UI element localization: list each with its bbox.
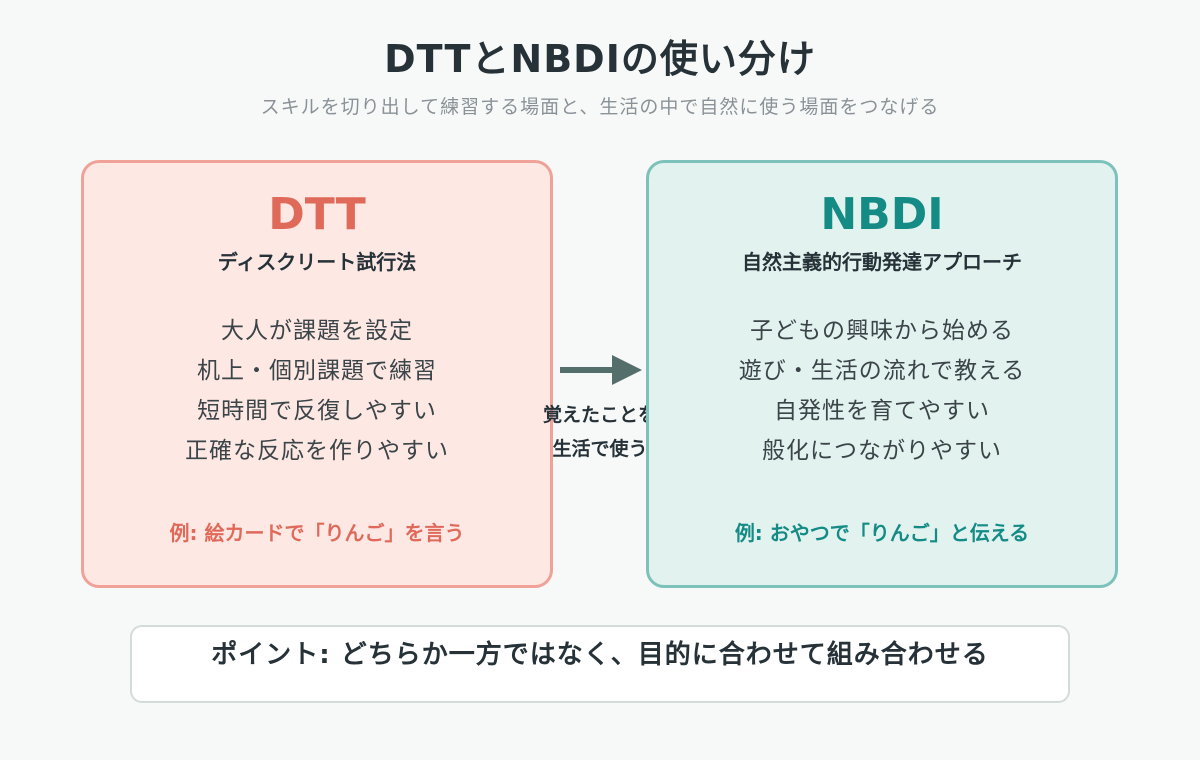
dtt-point: 大人が課題を設定 (221, 318, 413, 344)
nbdi-point: 子どもの興味から始める (750, 318, 1014, 344)
right-arrow-icon (560, 355, 642, 385)
dtt-example: 例: 絵カードで「りんご」を言う (169, 521, 465, 545)
nbdi-point: 遊び・生活の流れで教える (738, 358, 1026, 384)
nbdi-title: NBDI (820, 189, 944, 240)
dtt-point: 正確な反応を作りやすい (185, 438, 449, 464)
nbdi-example: 例: おやつで「りんご」と伝える (734, 521, 1030, 545)
nbdi-panel: NBDI 自然主義的行動発達アプローチ 子どもの興味から始める 遊び・生活の流れ… (646, 160, 1118, 588)
dtt-point: 机上・個別課題で練習 (197, 358, 437, 384)
key-point-box: ポイント: どちらか一方ではなく、目的に合わせて組み合わせる (130, 625, 1070, 703)
nbdi-point: 般化につながりやすい (762, 438, 1002, 464)
arrow-label: 覚えたことを 生活で使う (520, 398, 680, 466)
dtt-panel: DTT ディスクリート試行法 大人が課題を設定 机上・個別課題で練習 短時間で反… (81, 160, 553, 588)
arrow-label-line: 覚えたことを (542, 404, 657, 426)
dtt-points: 大人が課題を設定 机上・個別課題で練習 短時間で反復しやすい 正確な反応を作りや… (84, 311, 550, 471)
nbdi-points: 子どもの興味から始める 遊び・生活の流れで教える 自発性を育てやすい 般化につな… (649, 311, 1115, 471)
dtt-point: 短時間で反復しやすい (197, 398, 437, 424)
diagram-subtitle: スキルを切り出して練習する場面と、生活の中で自然に使う場面をつなげる (260, 96, 940, 118)
arrow-label-line: 生活で使う (552, 438, 648, 460)
diagram-title: DTTとNBDIの使い分け (384, 37, 816, 81)
nbdi-point: 自発性を育てやすい (774, 398, 990, 424)
nbdi-subtitle: 自然主義的行動発達アプローチ (742, 250, 1022, 274)
dtt-title: DTT (268, 189, 366, 240)
dtt-subtitle: ディスクリート試行法 (217, 250, 417, 274)
